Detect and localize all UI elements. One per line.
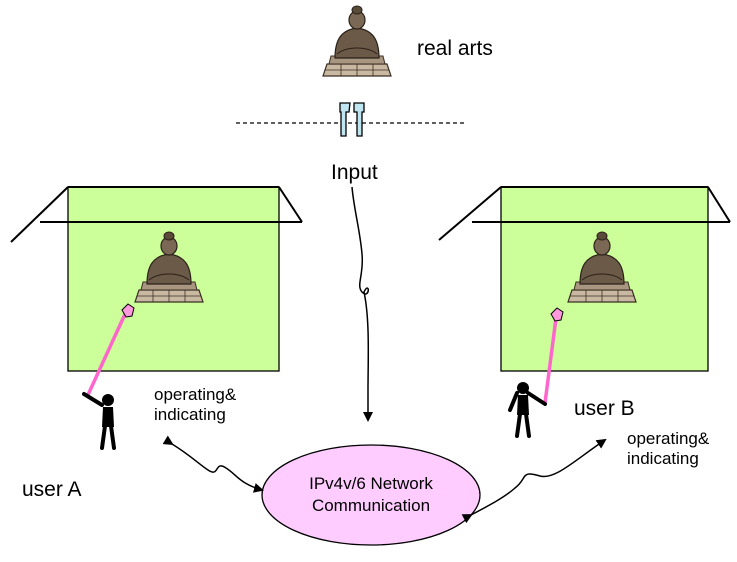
operating-text: operating& [154,385,237,404]
network-label: IPv4v/6 Network Communication [262,445,480,545]
operating-text: operating& [627,429,710,448]
network-line-1: IPv4v/6 Network [309,473,433,493]
left-room [10,186,303,372]
indicating-text: indicating [627,448,699,468]
pointer-right-icon [543,307,564,404]
operating-indicating-b-label: operating& indicating [627,429,709,468]
user-b-figure-icon [515,380,531,438]
network-line-2: Communication [311,496,431,515]
operating-indicating-a-label: operating& indicating [154,385,236,424]
user-a-label: user A [22,478,82,501]
buddha-statue-real-icon [322,5,392,77]
user-a-figure-icon [100,392,116,450]
camera-input-icon [236,102,466,137]
input-arrow [351,186,373,422]
user-b-network-arrow [461,438,607,524]
user-a-network-arrow [162,435,264,493]
real-arts-label: real arts [417,37,493,60]
user-b-label: user B [574,397,635,420]
input-label: Input [331,161,378,184]
indicating-text: indicating [154,404,226,424]
pointer-left-icon [85,303,135,398]
